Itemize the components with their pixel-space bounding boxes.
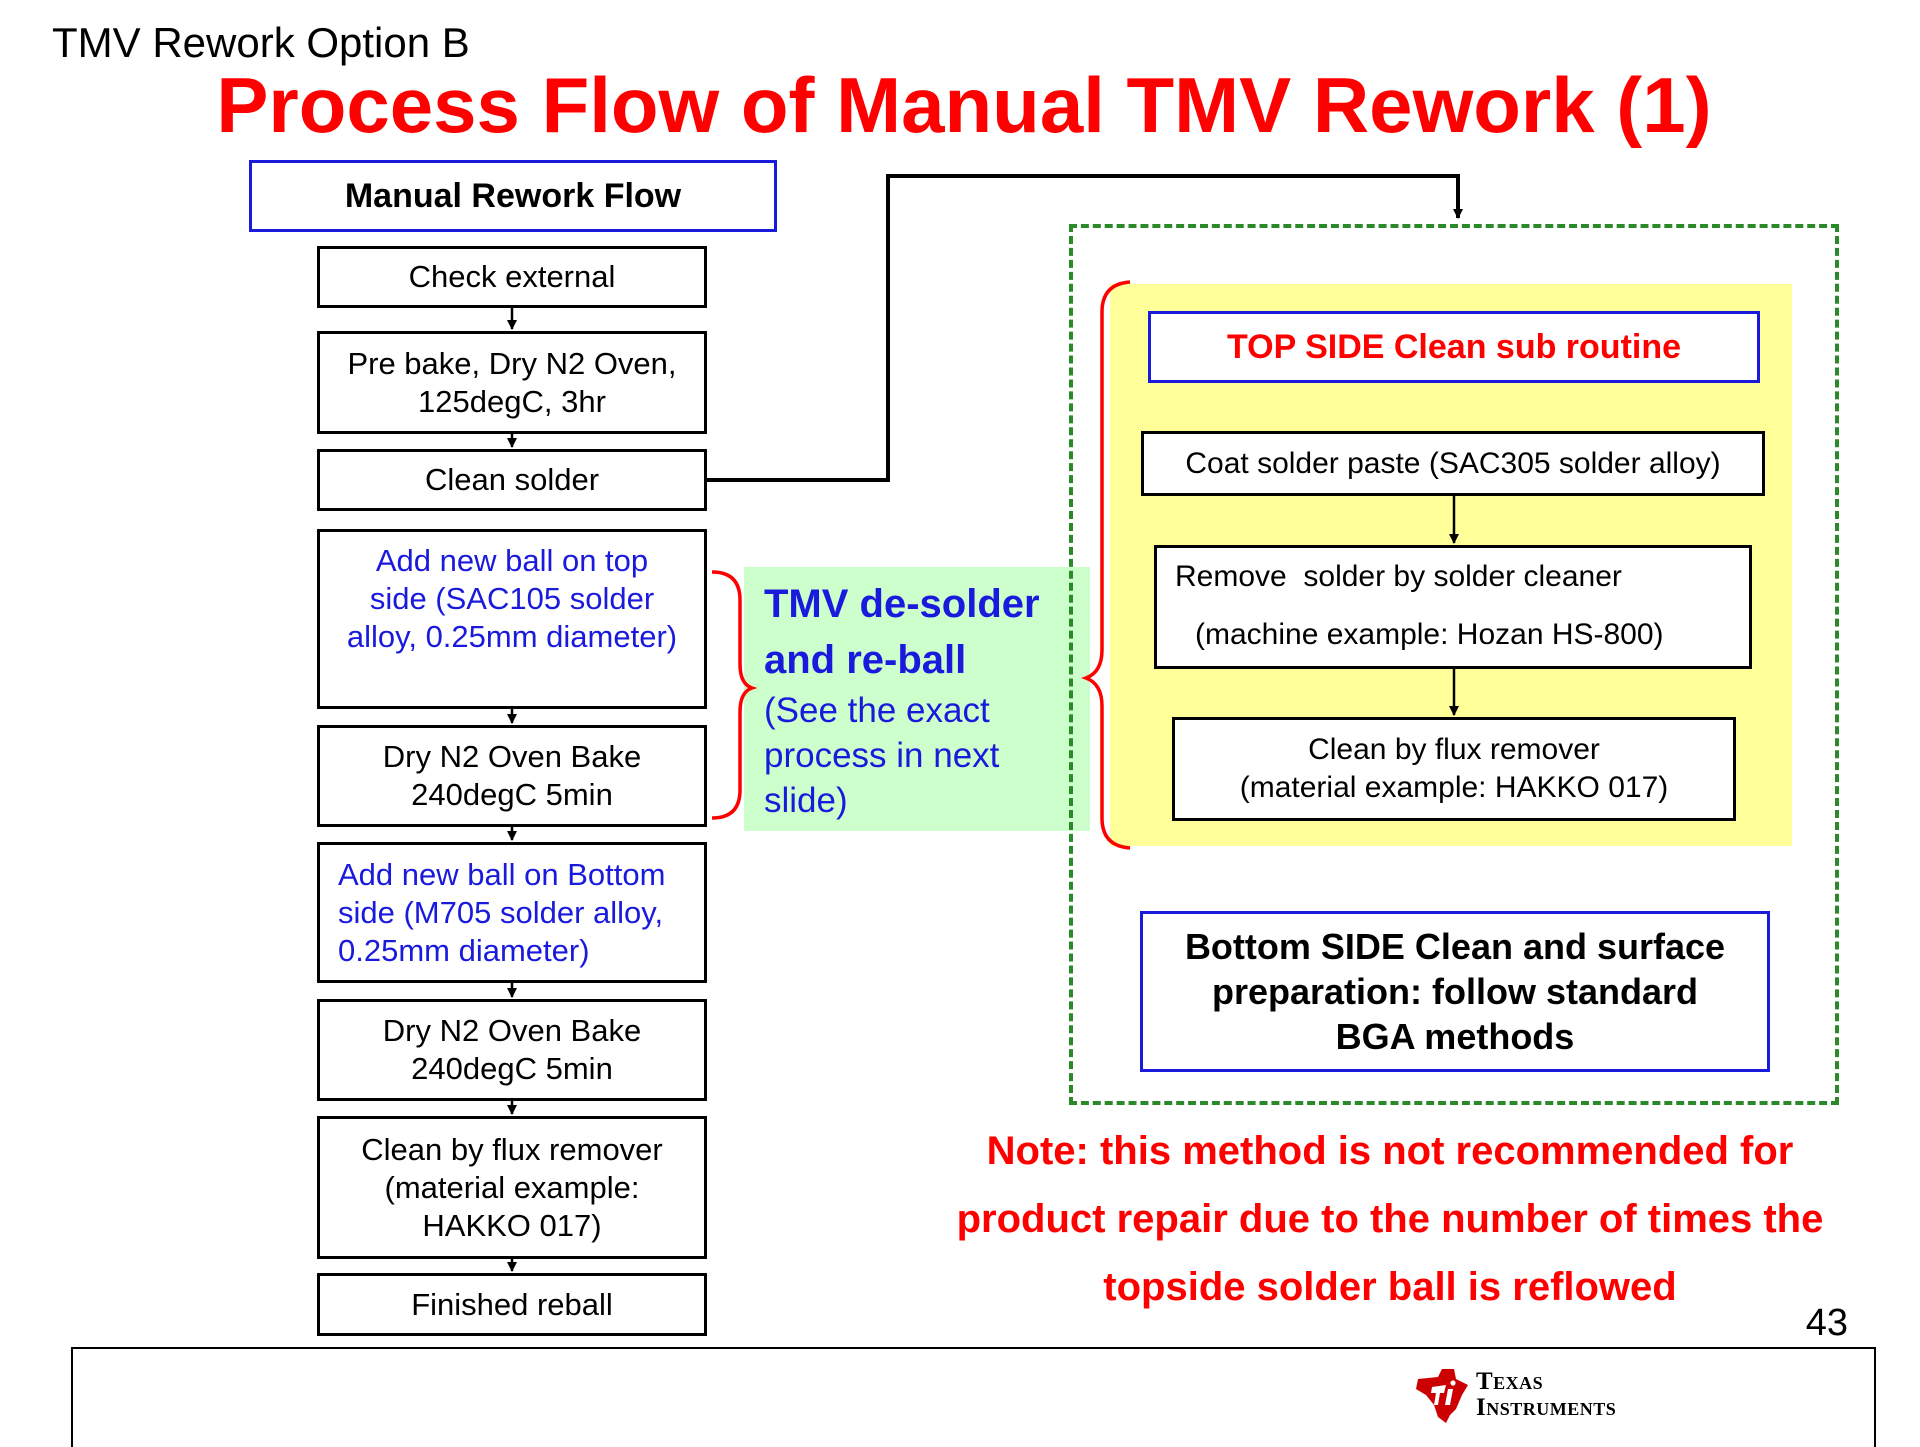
left-red-brace — [711, 570, 758, 820]
callout-detail: (See the exact process in next slide) — [764, 691, 1000, 820]
remove-solder-line1: Remove solder by solder cleaner — [1175, 560, 1622, 593]
right-red-brace — [1081, 280, 1131, 850]
slide-title: Process Flow of Manual TMV Rework (1) — [216, 61, 1712, 149]
subroutine-step-coat-paste: Coat solder paste (SAC305 solder alloy) — [1141, 431, 1765, 496]
flow-step-clean-solder: Clean solder — [317, 449, 707, 511]
flow-step-oven-bake-1: Dry N2 Oven Bake 240degC 5min — [317, 725, 707, 827]
slide-subtitle: TMV Rework Option B — [52, 19, 470, 66]
manual-flow-header: Manual Rework Flow — [249, 160, 777, 232]
bottom-side-box: Bottom SIDE Clean and surface preparatio… — [1140, 911, 1770, 1072]
callout-region — [744, 567, 1090, 831]
ti-logo-text-line2: Instruments — [1476, 1394, 1617, 1421]
callout-text: TMV de-solder and re-ball (See the exact… — [764, 576, 1084, 823]
flow-step-add-bottom-ball: Add new ball on Bottom side (M705 solder… — [317, 842, 707, 983]
subroutine-step-clean-flux: Clean by flux remover (material example:… — [1172, 717, 1736, 821]
callout-heading-line2: and re-ball — [764, 638, 967, 682]
dashed-container — [1069, 224, 1839, 1105]
flow-step-oven-bake-2: Dry N2 Oven Bake 240degC 5min — [317, 999, 707, 1101]
footer-frame — [71, 1347, 1876, 1447]
subroutine-title: TOP SIDE Clean sub routine — [1148, 311, 1760, 383]
flow-step-check-external: Check external — [317, 246, 707, 308]
page-number: 43 — [1805, 1302, 1848, 1344]
subroutine-step-remove-solder: Remove solder by solder cleaner (machine… — [1154, 545, 1752, 669]
ti-logo-text-line1: Texas — [1476, 1368, 1544, 1395]
flow-step-add-top-ball: Add new ball on top side (SAC105 solder … — [317, 529, 707, 709]
flow-step-clean-flux: Clean by flux remover (material example:… — [317, 1116, 707, 1259]
remove-solder-line2: (machine example: Hozan HS-800) — [1195, 618, 1664, 651]
ti-logo: Texas Instruments — [1412, 1363, 1672, 1429]
warning-note: Note: this method is not recommended for… — [956, 1129, 1824, 1309]
flow-step-finished-reball: Finished reball — [317, 1273, 707, 1336]
flow-step-pre-bake: Pre bake, Dry N2 Oven, 125degC, 3hr — [317, 331, 707, 434]
callout-heading-line1: TMV de-solder — [764, 582, 1040, 626]
clean-solder-connector — [707, 174, 1463, 482]
ti-logo-icon — [1416, 1369, 1468, 1423]
